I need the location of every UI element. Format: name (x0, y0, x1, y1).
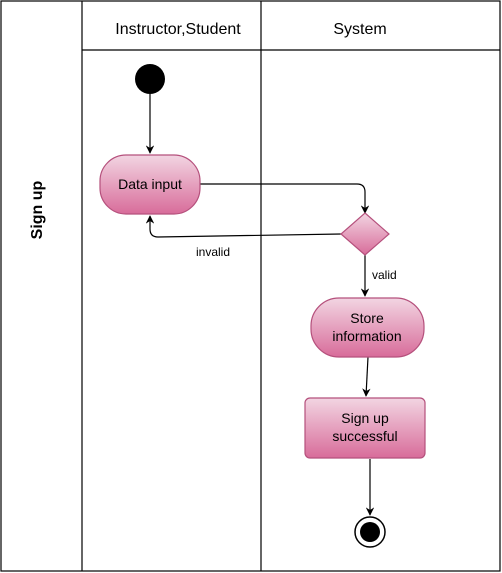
action-store-information (310, 297, 425, 358)
decision-node (340, 212, 390, 256)
action-data-input (99, 154, 201, 215)
action-data-input-label: Data input (118, 176, 182, 192)
lane-title-system: System (333, 21, 386, 38)
action-sign-up-successful (304, 397, 426, 459)
action-sign-up-successful-line1: Sign up (341, 410, 389, 426)
final-node-core (360, 522, 380, 542)
action-store-information-line1: Store (350, 310, 384, 326)
edge-data-input-to-decision (200, 183, 370, 214)
initial-node (135, 64, 165, 94)
action-sign-up-successful-line2: successful (332, 428, 397, 444)
edge-label-invalid: invalid (196, 245, 230, 259)
action-store-information-line2: information (332, 328, 401, 344)
edge-label-valid: valid (372, 268, 397, 282)
lane-title-instructor-student: Instructor,Student (115, 21, 241, 38)
pool-title-sign-up: Sign up (29, 180, 46, 239)
edge-store-to-success (362, 356, 371, 397)
edge-invalid (145, 215, 342, 238)
